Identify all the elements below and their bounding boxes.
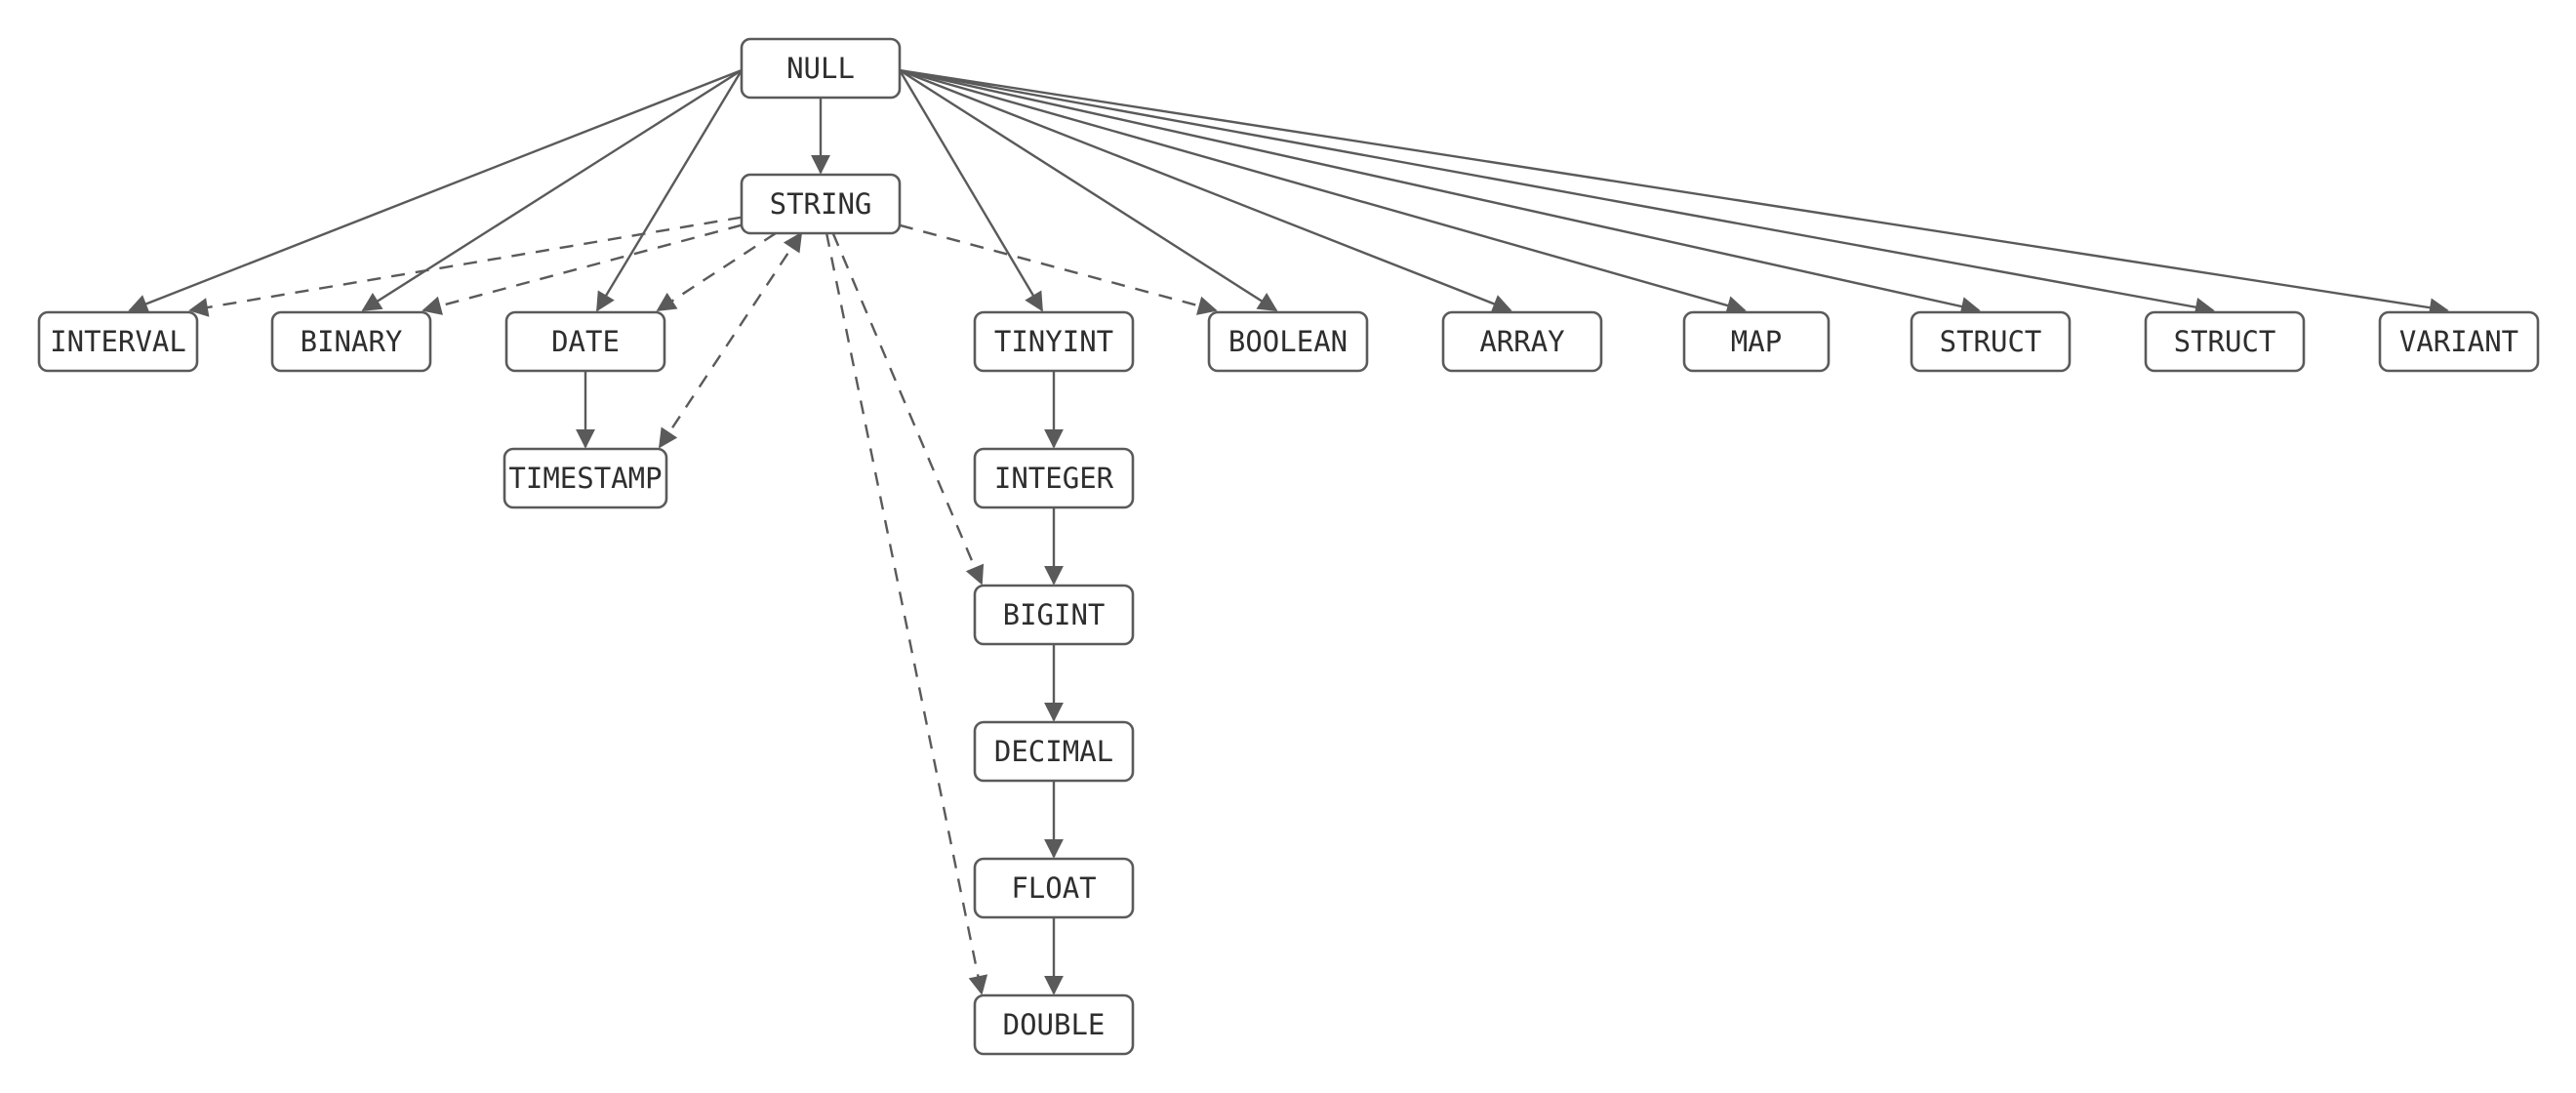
node-array: ARRAY (1441, 310, 1603, 373)
node-variant: VARIANT (2378, 310, 2540, 373)
node-label-array: ARRAY (1479, 325, 1564, 358)
node-label-map: MAP (1731, 325, 1782, 358)
node-box-integer (973, 447, 1135, 509)
edge-null-boolean (899, 68, 1278, 312)
node-layer: NULL STRING INTERVAL BINARY DATE TINYINT BOOLE… (37, 37, 2540, 1056)
node-box-struct2 (2144, 310, 2306, 373)
node-box-variant (2378, 310, 2540, 373)
node-label-variant: VARIANT (2399, 325, 2518, 358)
node-box-decimal (973, 720, 1135, 783)
node-box-interval (37, 310, 199, 373)
node-box-binary (270, 310, 432, 373)
node-box-float (973, 857, 1135, 919)
node-label-date: DATE (551, 325, 620, 358)
edge-null-interval (128, 68, 743, 313)
node-box-string (740, 173, 902, 235)
edge-string-binary (422, 223, 743, 315)
node-boolean: BOOLEAN (1207, 310, 1369, 373)
node-label-integer: INTEGER (994, 462, 1114, 495)
node-box-bigint (973, 584, 1135, 646)
edge-null-tinyint (898, 69, 1044, 312)
node-integer: INTEGER (973, 447, 1135, 509)
edge-string-timestamp-bidirectional (658, 231, 803, 449)
node-label-boolean: BOOLEAN (1228, 325, 1348, 358)
node-timestamp: TIMESTAMP (503, 447, 668, 509)
node-string: STRING (740, 173, 902, 235)
node-box-array (1441, 310, 1603, 373)
node-label-binary: BINARY (301, 325, 403, 358)
edge-null-date (595, 69, 744, 312)
node-binary: BINARY (270, 310, 432, 373)
node-label-null: NULL (786, 52, 855, 85)
edge-null-struct2 (899, 68, 2215, 317)
node-bigint: BIGINT (973, 584, 1135, 646)
node-label-decimal: DECIMAL (994, 735, 1113, 768)
node-box-map (1682, 310, 1831, 373)
node-map: MAP (1682, 310, 1831, 373)
edge-string-bigint (831, 232, 985, 586)
node-box-timestamp (503, 447, 668, 509)
node-double: DOUBLE (973, 993, 1135, 1056)
edge-null-variant (899, 68, 2449, 318)
node-tinyint: TINYINT (973, 310, 1135, 373)
edge-layer (128, 68, 2449, 995)
edge-string-boolean (899, 223, 1218, 315)
node-label-tinyint: TINYINT (994, 325, 1113, 358)
node-box-tinyint (973, 310, 1135, 373)
edge-null-binary (361, 68, 743, 312)
edge-string-interval (188, 216, 743, 317)
node-null: NULL (740, 37, 902, 100)
node-label-bigint: BIGINT (1003, 598, 1106, 631)
node-label-float: FLOAT (1011, 871, 1096, 905)
node-float: FLOAT (973, 857, 1135, 919)
node-box-boolean (1207, 310, 1369, 373)
node-struct1: STRUCT (1910, 310, 2072, 373)
node-box-struct1 (1910, 310, 2072, 373)
node-box-date (504, 310, 666, 373)
node-decimal: DECIMAL (973, 720, 1135, 783)
node-box-null (740, 37, 902, 100)
node-struct2: STRUCT (2144, 310, 2306, 373)
edge-null-array (899, 68, 1512, 313)
node-label-double: DOUBLE (1003, 1008, 1106, 1041)
node-interval: INTERVAL (37, 310, 199, 373)
node-box-double (973, 993, 1135, 1056)
node-label-struct1: STRUCT (1940, 325, 2042, 358)
edge-null-map (899, 68, 1747, 315)
node-label-timestamp: TIMESTAMP (508, 462, 662, 495)
edge-string-double (825, 232, 988, 995)
node-date: DATE (504, 310, 666, 373)
node-label-struct2: STRUCT (2174, 325, 2276, 358)
node-label-interval: INTERVAL (50, 325, 186, 358)
edge-null-struct1 (899, 68, 1981, 316)
node-label-string: STRING (770, 187, 872, 221)
